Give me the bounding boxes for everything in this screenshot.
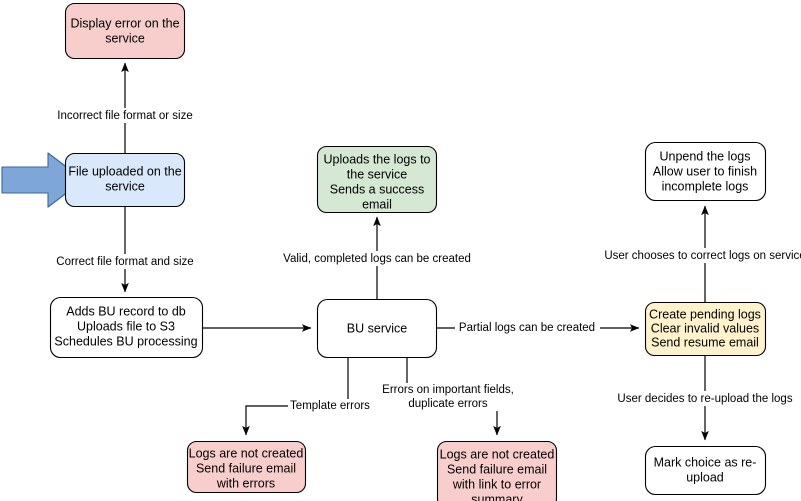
edge-label-errors-important-line-0: Errors on important fields, — [382, 384, 514, 396]
node-unpend-logs-line-1: Allow user to finish — [653, 164, 757, 178]
node-uploads-logs[interactable]: Uploads the logs to the service Sends a … — [316, 145, 438, 214]
node-display-error-line-1: service — [105, 31, 145, 45]
node-adds-bu-record-line-0: Adds BU record to db — [66, 304, 186, 318]
node-display-error[interactable]: Display error on the service — [64, 2, 186, 60]
node-create-pending-logs[interactable]: Create pending logs Clear invalid values… — [644, 301, 767, 357]
node-adds-bu-record-shape[interactable] — [49, 296, 204, 359]
node-file-uploaded[interactable]: File uploaded on the service — [64, 152, 186, 208]
node-file-uploaded-shape[interactable] — [64, 152, 186, 208]
edge-label-correct-format: Correct file format and size — [56, 254, 194, 269]
node-bu-service-shape[interactable] — [316, 298, 438, 359]
edge-label-incorrect-format: Incorrect file format or size — [55, 108, 195, 123]
node-file-uploaded-line-0: File uploaded on the — [68, 164, 181, 178]
node-create-pending-logs-shape[interactable] — [644, 301, 767, 357]
node-logs-not-created-summary-line-3: summary — [471, 492, 523, 501]
node-logs-not-created-errors-shape[interactable] — [186, 440, 307, 494]
node-logs-not-created-errors[interactable]: Logs are not created Send failure email … — [186, 440, 307, 494]
node-logs-not-created-summary-line-0: Logs are not created — [440, 447, 555, 461]
node-create-pending-logs-line-1: Clear invalid values — [651, 321, 759, 335]
node-mark-reupload[interactable]: Mark choice as re- upload — [644, 445, 767, 496]
node-create-pending-logs-line-0: Create pending logs — [649, 307, 761, 321]
node-logs-not-created-summary[interactable]: Logs are not created Send failure email … — [436, 440, 558, 501]
node-unpend-logs-line-0: Unpend the logs — [659, 149, 750, 163]
node-bu-service-label: BU service — [347, 321, 407, 335]
edge-label-errors-important-line-1: duplicate errors — [408, 398, 488, 410]
node-uploads-logs-line-0: Uploads the logs to — [323, 152, 430, 166]
node-unpend-logs-line-2: incomplete logs — [662, 179, 749, 193]
node-uploads-logs-line-1: the service — [347, 167, 407, 181]
node-logs-not-created-errors-line-1: Send failure email — [196, 461, 296, 475]
node-display-error-line-0: Display error on the — [70, 16, 179, 30]
edge-label-valid-completed-text: Valid, completed logs can be created — [283, 253, 471, 265]
node-mark-reupload-shape[interactable] — [644, 445, 767, 496]
node-logs-not-created-summary-shape[interactable] — [436, 440, 558, 501]
edge-label-user-corrects: User chooses to correct logs on service — [604, 248, 801, 263]
node-adds-bu-record-line-1: Uploads file to S3 — [77, 319, 175, 333]
node-create-pending-logs-line-2: Send resume email — [651, 335, 759, 349]
edge-label-user-reupload: User decides to re-upload the logs — [615, 391, 795, 406]
node-mark-reupload-line-1: upload — [686, 470, 724, 484]
node-mark-reupload-line-0: Mark choice as re- — [654, 455, 757, 469]
edge-label-user-corrects-text: User chooses to correct logs on service — [604, 250, 801, 262]
edge-label-valid-completed: Valid, completed logs can be created — [283, 251, 471, 266]
edge-label-partial-logs-text: Partial logs can be created — [459, 322, 595, 334]
node-uploads-logs-shape[interactable] — [316, 145, 438, 214]
edge-label-template-errors-text: Template errors — [290, 400, 370, 412]
edge-label-incorrect-format-text: Incorrect file format or size — [57, 110, 192, 122]
node-adds-bu-record[interactable]: Adds BU record to db Uploads file to S3 … — [49, 296, 204, 359]
edge-label-template-errors: Template errors — [288, 399, 372, 413]
node-uploads-logs-line-3: email — [362, 197, 392, 211]
node-logs-not-created-summary-line-2: with link to error — [452, 477, 541, 491]
edge-label-errors-important: Errors on important fields, duplicate er… — [382, 383, 514, 411]
node-logs-not-created-summary-line-1: Send failure email — [447, 462, 547, 476]
edge-label-correct-format-text: Correct file format and size — [56, 256, 193, 268]
edge-bu-service-to-logs-not-created-errors — [242, 358, 349, 436]
node-unpend-logs[interactable]: Unpend the logs Allow user to finish inc… — [644, 141, 767, 202]
edge-label-user-reupload-text: User decides to re-upload the logs — [617, 393, 792, 405]
edge-label-partial-logs: Partial logs can be created — [455, 321, 600, 335]
node-uploads-logs-line-2: Sends a success — [330, 182, 425, 196]
node-adds-bu-record-line-2: Schedules BU processing — [54, 334, 197, 348]
node-file-uploaded-line-1: service — [105, 179, 145, 193]
node-logs-not-created-errors-line-0: Logs are not created — [189, 446, 304, 460]
node-unpend-logs-shape[interactable] — [644, 141, 767, 202]
node-logs-not-created-errors-line-2: with errors — [216, 476, 275, 490]
node-display-error-shape[interactable] — [64, 2, 186, 60]
node-bu-service[interactable]: BU service — [316, 298, 438, 359]
